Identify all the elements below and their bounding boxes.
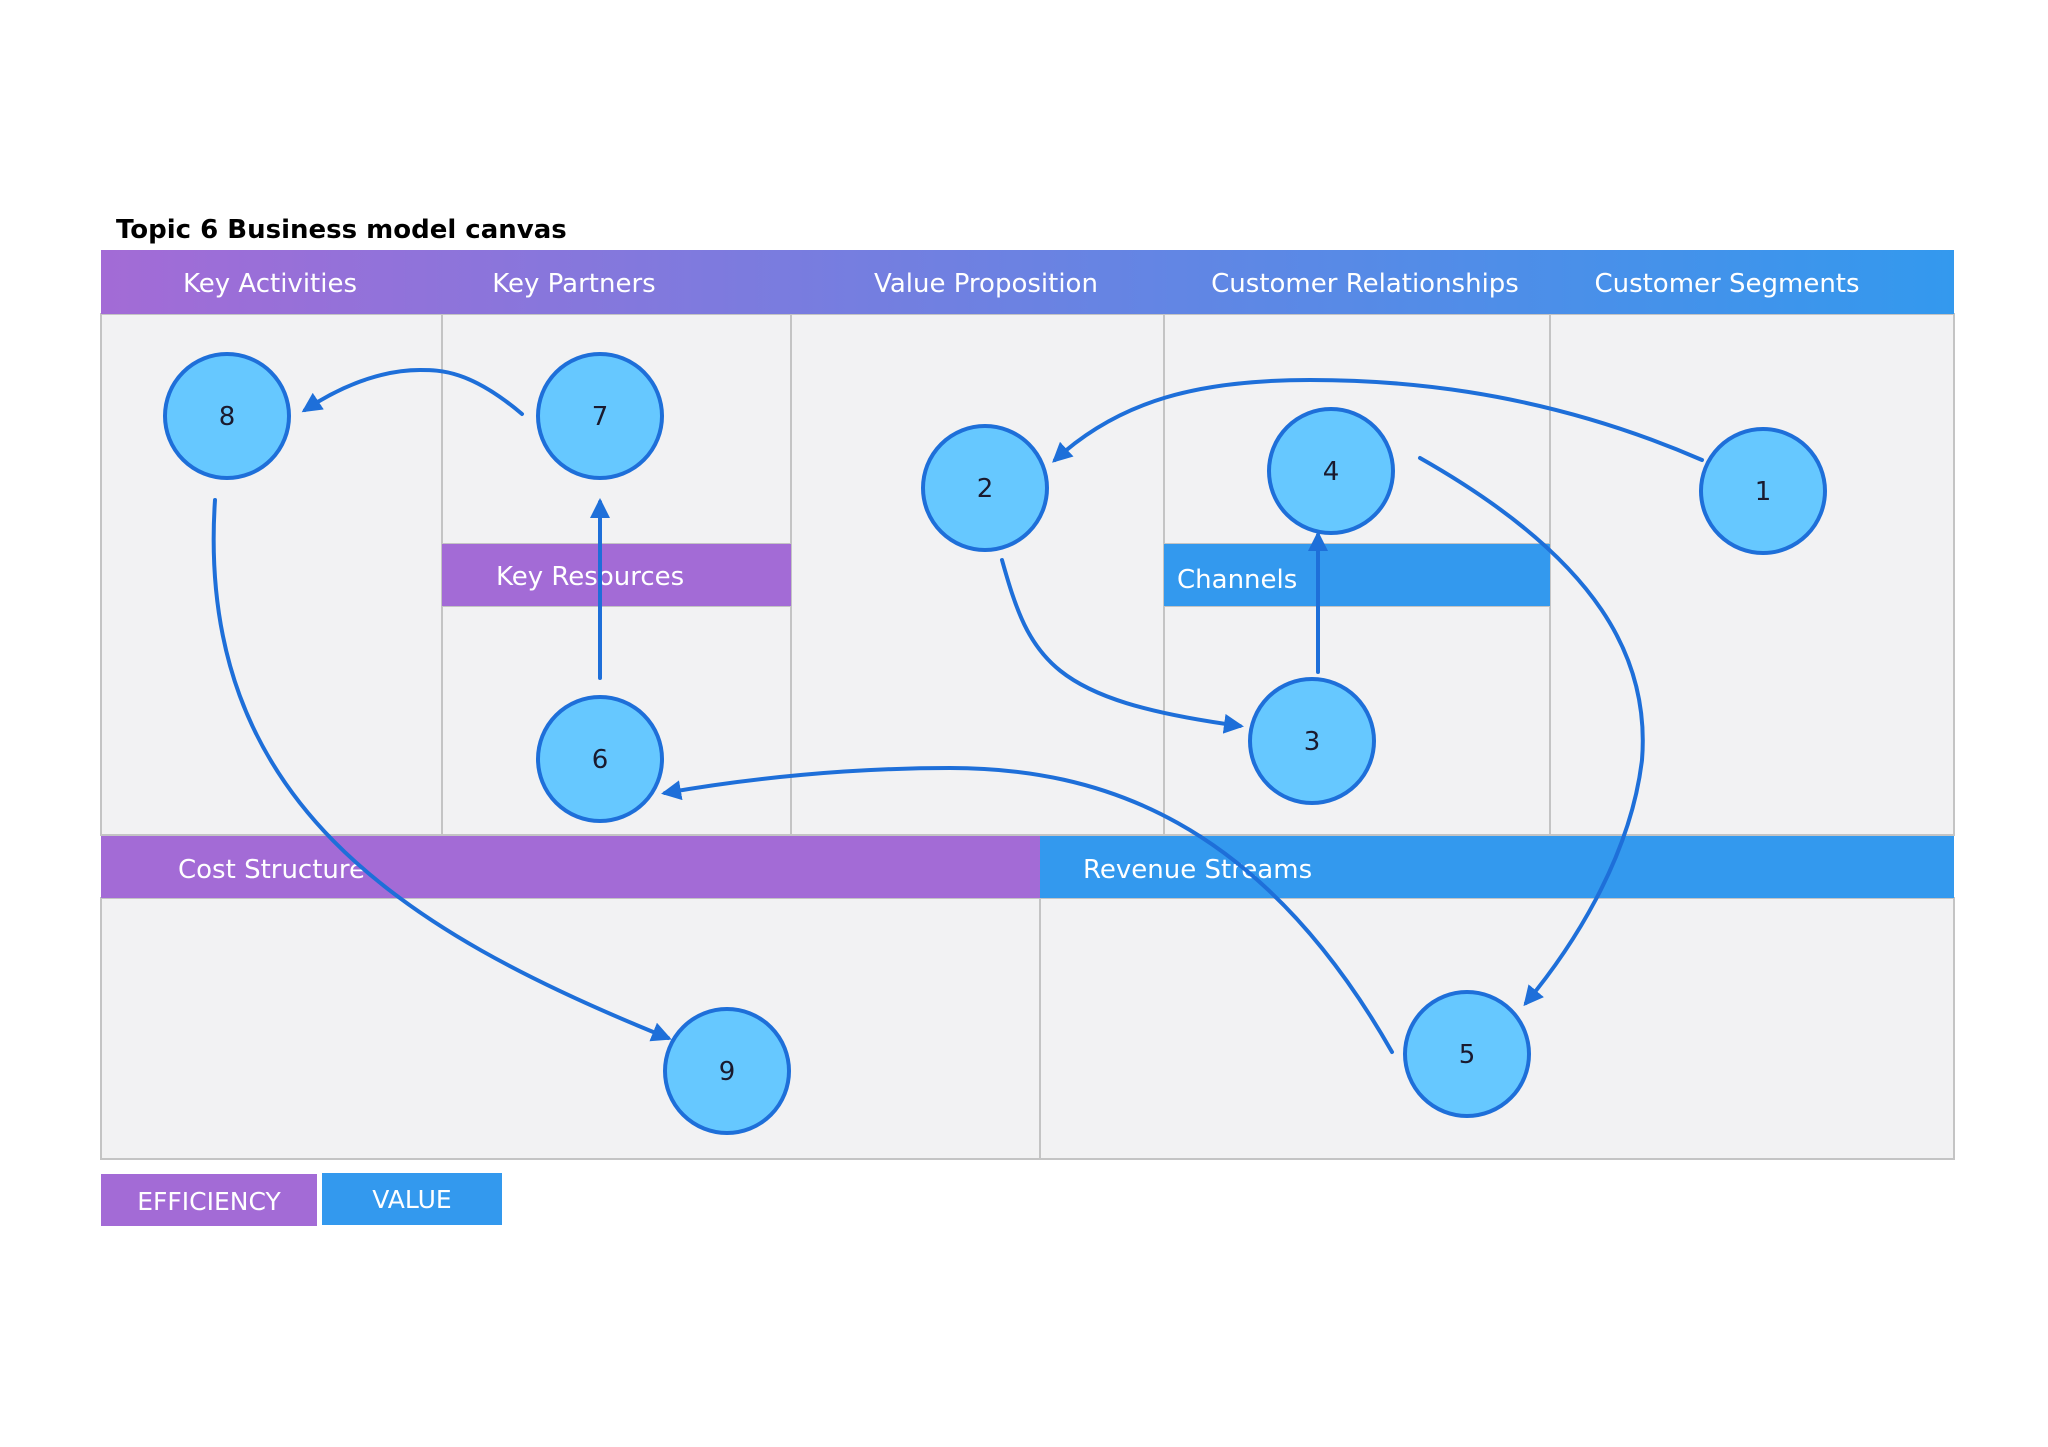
node-circle bbox=[1248, 677, 1376, 805]
revenue-streams-header-bar bbox=[1040, 836, 1954, 898]
header-channels: Channels bbox=[1177, 565, 1297, 595]
node-circle bbox=[163, 352, 291, 480]
node-label: 5 bbox=[1459, 1040, 1476, 1070]
node-2: 2 bbox=[921, 424, 1049, 552]
legend-efficiency-label: EFFICIENCY bbox=[137, 1187, 281, 1216]
node-5: 5 bbox=[1403, 990, 1531, 1118]
node-circle bbox=[1403, 990, 1531, 1118]
arrow-1-to-2 bbox=[1052, 377, 1704, 463]
legend-efficiency-swatch bbox=[101, 1174, 317, 1226]
node-3: 3 bbox=[1248, 677, 1376, 805]
header-cost-structure: Cost Structure bbox=[178, 855, 365, 885]
arrow-2-to-3 bbox=[1000, 558, 1244, 734]
node-label: 3 bbox=[1304, 727, 1321, 757]
canvas-cells bbox=[100, 313, 1955, 1160]
arrow-7-to-8 bbox=[301, 367, 524, 416]
node-6: 6 bbox=[536, 695, 664, 823]
header-customer-segments: Customer Segments bbox=[1594, 269, 1859, 299]
header-key-resources: Key Resources bbox=[496, 562, 684, 592]
flow-arrows bbox=[211, 367, 1704, 1054]
top-header-bar bbox=[101, 250, 1954, 314]
page-title: Topic 6 Business model canvas bbox=[116, 215, 567, 245]
node-circle bbox=[536, 352, 664, 480]
node-label: 2 bbox=[977, 474, 994, 504]
legend-value-label: VALUE bbox=[372, 1185, 451, 1214]
node-1: 1 bbox=[1699, 427, 1827, 555]
header-key-activities: Key Activities bbox=[183, 269, 357, 299]
node-label: 4 bbox=[1323, 457, 1340, 487]
arrow-8-to-9 bbox=[211, 498, 672, 1042]
arrow-5-to-6 bbox=[661, 765, 1394, 1054]
node-4: 4 bbox=[1267, 407, 1395, 535]
node-circle bbox=[536, 695, 664, 823]
channels-header-bar bbox=[1164, 544, 1550, 606]
header-value-proposition: Value Proposition bbox=[874, 269, 1098, 299]
cell-value-proposition bbox=[790, 313, 1165, 836]
node-9: 9 bbox=[663, 1007, 791, 1135]
cell-cost-structure bbox=[100, 897, 1041, 1160]
node-label: 6 bbox=[592, 745, 609, 775]
header-key-partners: Key Partners bbox=[492, 269, 655, 299]
cell-customer-segments bbox=[1549, 313, 1955, 836]
node-circle bbox=[1699, 427, 1827, 555]
node-8: 8 bbox=[163, 352, 291, 480]
node-circle bbox=[921, 424, 1049, 552]
node-circle bbox=[1267, 407, 1395, 535]
node-circle bbox=[663, 1007, 791, 1135]
node-label: 9 bbox=[719, 1057, 736, 1087]
arrow-4-to-5 bbox=[1418, 456, 1645, 1007]
cost-structure-header-bar bbox=[101, 836, 1040, 898]
nodes: 1 2 3 4 5 6 7 8 9 bbox=[163, 352, 1827, 1135]
node-label: 1 bbox=[1755, 477, 1772, 507]
key-resources-header-bar bbox=[442, 544, 791, 606]
node-label: 7 bbox=[592, 402, 609, 432]
header-revenue-streams: Revenue Streams bbox=[1083, 855, 1312, 885]
node-label: 8 bbox=[219, 402, 236, 432]
legend-value-swatch bbox=[322, 1173, 502, 1225]
node-7: 7 bbox=[536, 352, 664, 480]
header-customer-relationships: Customer Relationships bbox=[1211, 269, 1519, 299]
